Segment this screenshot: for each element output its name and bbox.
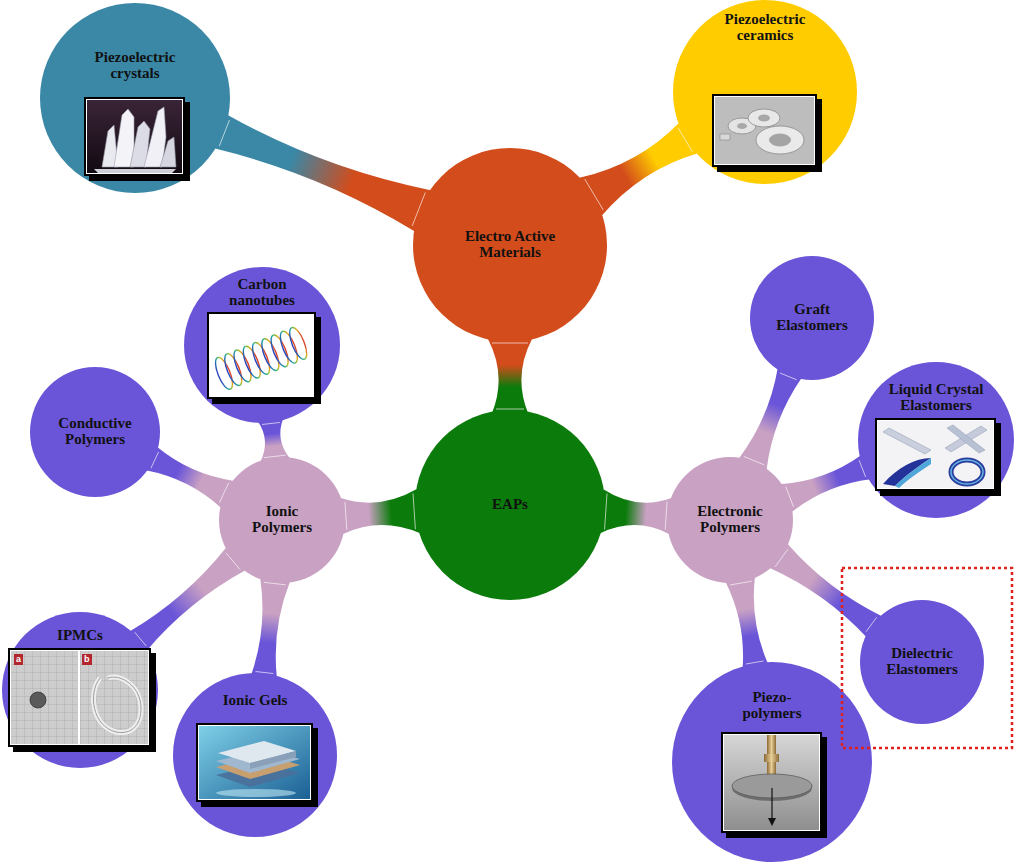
highlight-box — [842, 568, 1012, 748]
branch-link — [781, 455, 871, 512]
bubble-label: Electronic Polymers — [680, 504, 780, 536]
mindmap-bubble: Electro Active Materials — [413, 148, 607, 342]
joint-tick — [345, 502, 347, 530]
panel-letter: b — [82, 654, 92, 665]
mindmap-bubble: Piezoelectric crystals — [40, 3, 230, 193]
bubble-label: Carbon nanotubes — [212, 277, 312, 309]
mindmap-bubble: Conductive Polymers — [30, 367, 160, 497]
bubble-label: Ionic Gels — [200, 693, 310, 709]
ipmc-photo: ab — [8, 648, 156, 752]
mindmap-bubble: Electronic Polymers — [667, 457, 793, 583]
joint-tick — [605, 494, 607, 530]
branch-link — [739, 368, 802, 470]
mindmap-bubble: Piezo-polymers — [672, 662, 872, 862]
piezo-polymer-photo — [721, 732, 827, 838]
bubble-label: Dielectric Elastomers — [872, 646, 972, 678]
bubble-label: Piezoelectric crystals — [75, 50, 195, 82]
mindmap-bubble: Liquid Crystal Elastomers — [858, 362, 1014, 518]
crystal-photo — [84, 97, 190, 181]
mindmap-bubble: Dielectric Elastomers — [860, 600, 984, 724]
branch-link — [769, 544, 882, 638]
mindmap-bubble: Graft Elastomers — [750, 256, 874, 380]
bubble-label: Electro Active Materials — [450, 229, 570, 261]
branch-link — [129, 547, 246, 652]
branch-link — [488, 339, 532, 413]
ionic-gel-figure — [196, 723, 318, 807]
branch-link — [600, 489, 671, 534]
ceramic-photo — [712, 94, 822, 172]
mindmap-bubble: Piezoelectric ceramics — [673, 0, 857, 184]
bubble-label: EAPs — [465, 497, 555, 513]
bubble-label: Ionic Polymers — [237, 504, 327, 536]
branch-link — [258, 418, 291, 462]
ionic-gel-figure — [196, 723, 318, 807]
crystal-photo — [84, 97, 190, 181]
lce-figure — [875, 418, 1001, 496]
nanotube-figure — [207, 312, 321, 404]
mindmap-bubble: Ionic Polymers — [219, 457, 345, 583]
mindmap-bubble: Ionic Gels — [173, 673, 337, 837]
mindmap-bubble: EAPs — [415, 410, 605, 600]
bubble-label: IPMCs — [35, 628, 125, 644]
panel-letter: a — [14, 654, 23, 665]
nanotube-figure — [207, 312, 321, 404]
bubble-label: Conductive Polymers — [45, 416, 145, 448]
bubble-label: Piezo-polymers — [727, 690, 817, 722]
piezo-polymer-photo — [721, 732, 827, 838]
mindmap-bubble: Carbon nanotubes — [184, 267, 340, 423]
bubble-label: Graft Elastomers — [767, 302, 857, 334]
ceramic-photo — [712, 94, 822, 172]
bubble-label: Liquid Crystal Elastomers — [874, 382, 998, 414]
branch-link — [146, 447, 235, 508]
branch-link — [251, 578, 290, 678]
branch-link — [726, 577, 769, 669]
mindmap-bubble: IPMCs ab — [2, 612, 158, 768]
branch-link — [341, 489, 420, 534]
joint-tick — [492, 343, 528, 344]
branch-link — [214, 115, 430, 231]
bubble-label: Piezoelectric ceramics — [705, 12, 825, 44]
lce-figure — [875, 418, 1001, 496]
